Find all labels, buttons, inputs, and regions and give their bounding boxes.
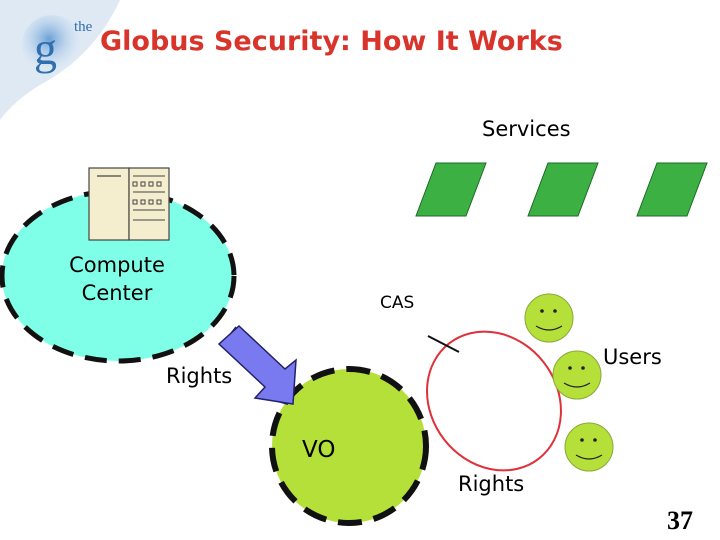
services-label: Services xyxy=(482,117,571,141)
compute-center-ellipse xyxy=(0,188,237,364)
logo-the: the xyxy=(74,19,93,35)
compute-center-label-line2: Center xyxy=(82,281,153,305)
vo-label: VO xyxy=(302,437,335,463)
slide-title: Globus Security: How It Works xyxy=(100,26,563,57)
cas-ring-handle xyxy=(427,335,460,353)
cas-ring xyxy=(426,330,562,472)
rights-bottom-label: Rights xyxy=(458,472,524,496)
users-label: Users xyxy=(603,345,662,369)
logo-swirl-icon xyxy=(22,15,82,75)
rights-arrow-head xyxy=(217,324,297,405)
logo-letter: g xyxy=(34,23,57,74)
rights-left-label: Rights xyxy=(166,364,232,388)
smiley-face-icon xyxy=(552,350,602,400)
server-icon xyxy=(88,167,170,241)
cas-label: CAS xyxy=(380,293,414,313)
slide-number: 37 xyxy=(667,506,693,535)
service-shape xyxy=(415,162,487,217)
service-shape xyxy=(527,162,599,217)
service-shape xyxy=(636,162,708,217)
services-group xyxy=(415,162,708,217)
compute-center-label-line1: Compute xyxy=(69,253,165,277)
globus-logo: g the xyxy=(0,0,120,120)
vo-circle xyxy=(269,366,429,526)
smiley-face-icon xyxy=(524,293,574,343)
smiley-face-icon xyxy=(564,422,614,472)
